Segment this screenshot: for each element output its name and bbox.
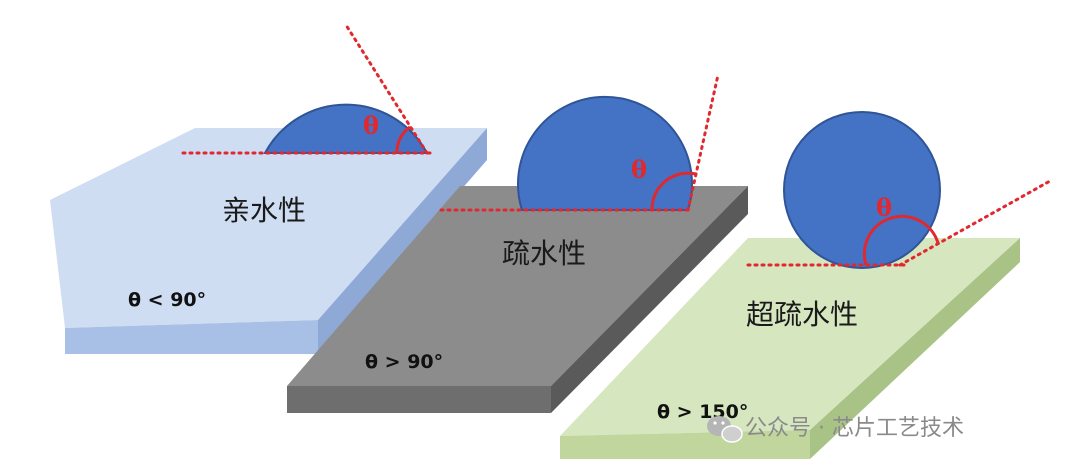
superhydrophobic-plate-side [810, 238, 1020, 459]
watermark-text: 公众号 · 芯片工艺技术 [745, 416, 964, 441]
superhydrophobic-droplet [783, 111, 941, 269]
hydrophilic-plate-front [65, 320, 318, 354]
hydrophobic-plate-front [287, 386, 551, 413]
hydrophobic-label: 疏水性 [502, 237, 586, 270]
hydrophobic-theta: θ [631, 155, 647, 184]
hydrophobic-droplet [517, 95, 693, 211]
superhydrophobic-plate-top [560, 238, 1020, 436]
panel-hydrophilic: θ 亲水性 θ < 90° [50, 23, 487, 354]
superhydrophobic-theta: θ [876, 193, 892, 222]
hydrophilic-condition: θ < 90° [128, 289, 206, 311]
hydrophilic-plate-top [50, 128, 487, 328]
wechat-icon [707, 416, 743, 443]
panel-superhydrophobic: θ 超疏水性 θ > 150° [560, 111, 1052, 459]
superhydrophobic-label: 超疏水性 [746, 298, 858, 331]
panel-hydrophobic: θ 疏水性 θ > 90° [287, 73, 748, 413]
hydrophobic-plate-side [551, 186, 748, 413]
hydrophobic-tangent-line [686, 73, 720, 212]
hydrophilic-label: 亲水性 [222, 194, 306, 227]
superhydrophobic-plate-front [560, 430, 810, 459]
superhydrophobic-condition: θ > 150° [657, 401, 748, 423]
hydrophilic-theta: θ [363, 111, 379, 140]
hydrophilic-plate-side [318, 128, 487, 354]
hydrophobic-condition: θ > 90° [365, 351, 443, 373]
superhydrophobic-tangent-line [898, 179, 1052, 267]
hydrophilic-droplet [263, 103, 429, 154]
hydrophilic-tangent-line [344, 23, 429, 155]
hydrophobic-angle-arc [650, 171, 697, 211]
superhydrophobic-angle-arc [862, 214, 940, 266]
hydrophobic-plate-top [287, 186, 748, 386]
watermark: 公众号 · 芯片工艺技术 [707, 416, 964, 443]
hydrophilic-angle-arc [395, 125, 411, 154]
